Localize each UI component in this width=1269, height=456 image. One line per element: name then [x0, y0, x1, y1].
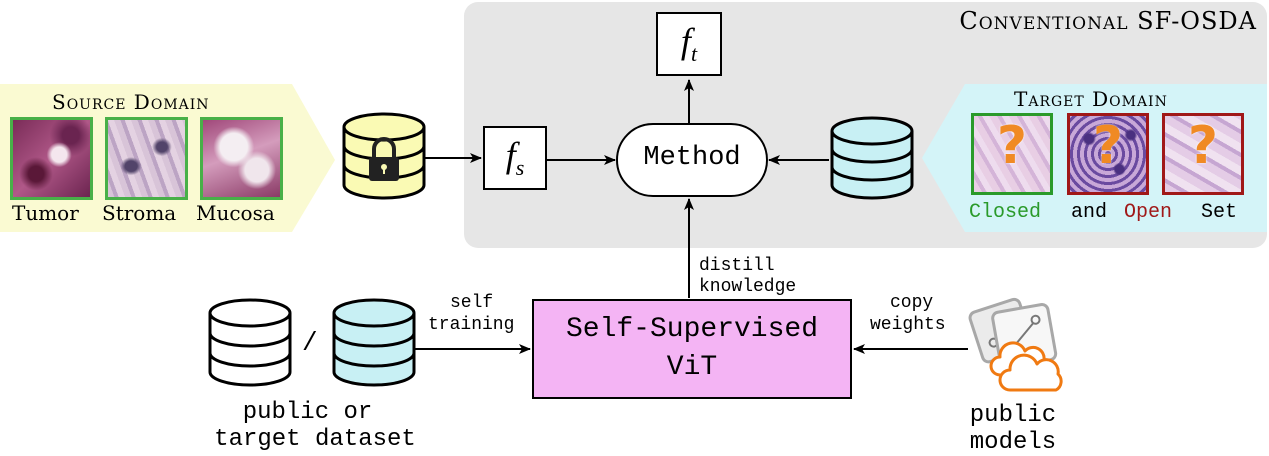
fs-box: fs	[483, 126, 547, 190]
label-open: Open	[1124, 201, 1173, 224]
ft-symbol: ft	[680, 21, 698, 67]
label-mucosa: Mucosa	[196, 201, 275, 225]
target-tile-open-1: ?	[1067, 113, 1149, 195]
public-database-icon	[208, 298, 292, 387]
target-dataset-database-icon	[332, 298, 416, 387]
self-training-label-2: training	[428, 315, 515, 335]
label-set: Set	[1201, 201, 1238, 224]
question-mark-open-2: ?	[1187, 116, 1219, 176]
label-tumor: Tumor	[12, 201, 79, 225]
cloud-icon-front	[998, 353, 1063, 392]
target-tile-open-2: ?	[1162, 113, 1244, 195]
distill-label-1: distill	[699, 256, 775, 276]
method-box	[616, 123, 768, 197]
target-database-icon	[830, 116, 914, 200]
self-training-label-1: self	[450, 293, 494, 313]
target-tile-closed: ?	[971, 113, 1053, 195]
question-mark-closed: ?	[996, 116, 1028, 176]
distill-label-2: knowledge	[699, 277, 797, 297]
copy-weights-label-2: weights	[870, 315, 946, 335]
source-domain-title: Source Domain	[52, 90, 210, 114]
copy-weights-label-1: copy	[890, 293, 934, 313]
vit-line-2: ViT	[666, 352, 718, 383]
target-domain-title: Target Domain	[1014, 87, 1168, 111]
lock-icon	[369, 137, 399, 181]
label-stroma: Stroma	[102, 201, 177, 225]
question-mark-open-1: ?	[1092, 116, 1124, 176]
source-database-icon	[342, 112, 426, 200]
vit-box: Self-Supervised ViT	[532, 299, 852, 399]
ft-box: ft	[656, 12, 722, 76]
public-models-icon	[968, 297, 1063, 392]
datasets-caption-2: target dataset	[214, 426, 416, 453]
datasets-caption-1: public or	[242, 399, 373, 426]
label-and: and	[1071, 201, 1108, 224]
vit-line-1: Self-Supervised	[565, 314, 819, 346]
source-tile-mucosa	[200, 117, 283, 200]
slash-separator: /	[302, 328, 318, 358]
models-caption-2: models	[969, 429, 1057, 456]
method-label: Method	[643, 143, 741, 173]
source-tile-stroma	[105, 117, 188, 200]
fs-symbol: fs	[505, 135, 525, 181]
label-closed: Closed	[969, 201, 1042, 224]
source-tile-tumor	[10, 117, 93, 200]
models-caption-1: public	[969, 402, 1057, 429]
conventional-sf-osda-title: Conventional SF-OSDA	[959, 7, 1257, 35]
